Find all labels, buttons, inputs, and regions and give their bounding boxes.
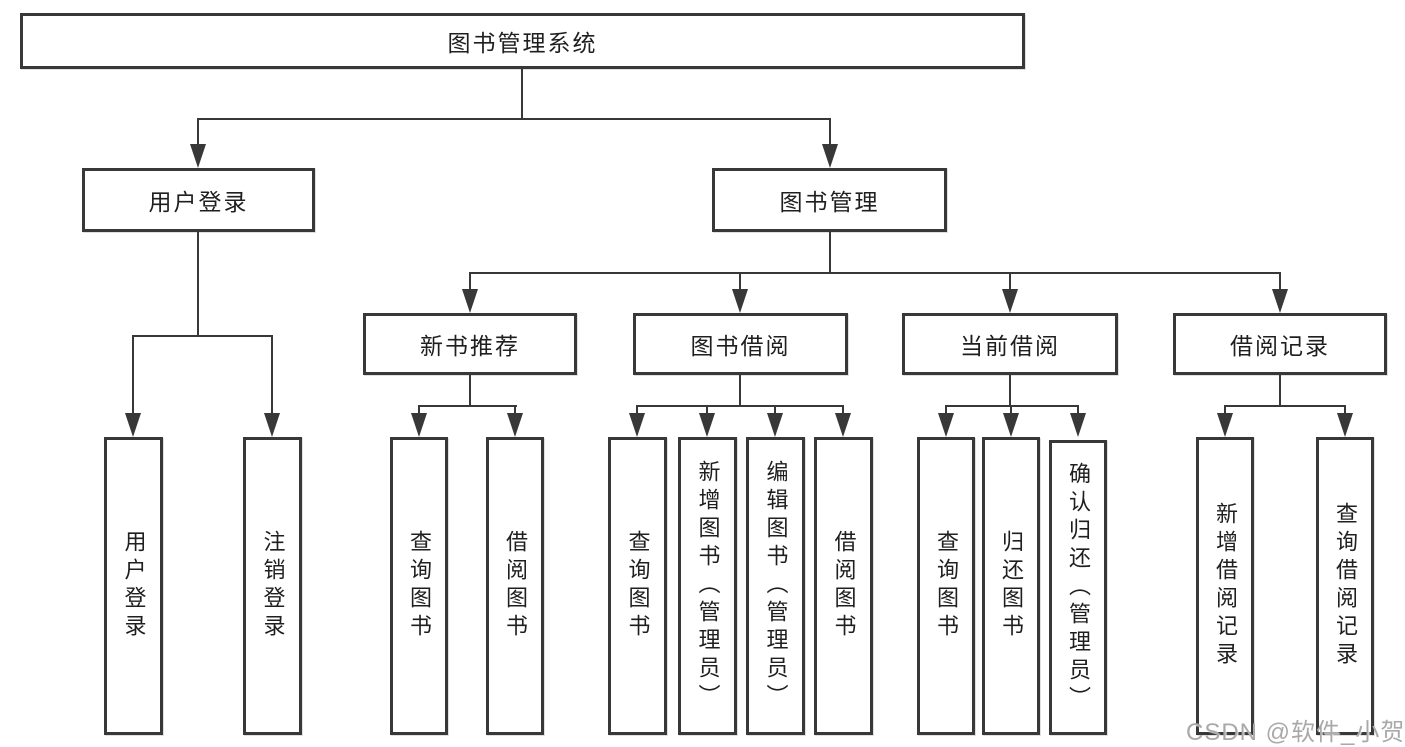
leaf-query-books: 查询图书 [608,437,667,735]
connector-leaf [418,405,420,415]
arrow-down-icon [822,144,838,168]
arrow-down-icon [1070,413,1086,437]
node-user-login: 用户登录 [82,168,315,232]
connector-leaf [514,405,516,415]
connector-leaf [1224,405,1226,415]
connector-to-new-book [469,272,471,292]
leaf-query-books-current: 查询图书 [917,437,975,735]
node-current-borrowing: 当前借阅 [902,313,1118,375]
connector-new-book-split [418,405,517,407]
connector-leaf [945,405,947,415]
connector-to-book-mgmt [829,118,831,148]
leaf-query-books-recommend: 查询图书 [390,437,448,735]
connector-to-login [132,335,134,415]
arrow-down-icon [190,144,206,168]
arrow-down-icon [1003,413,1019,437]
arrow-down-icon [1337,413,1353,437]
node-new-book-recommend: 新书推荐 [363,313,577,375]
arrow-down-icon [699,413,715,437]
leaf-borrow-books: 借阅图书 [814,437,873,735]
leaf-user-login: 用户登录 [104,437,163,735]
node-book-borrowing: 图书借阅 [633,313,848,375]
connector-to-user-login [197,118,199,148]
connector-book-borrow-split [636,405,844,407]
connector-book-mgmt-split [469,272,1281,274]
connector-borrow-records-stem [1279,375,1281,407]
connector-new-book-stem [469,375,471,407]
connector-to-borrow-records [1279,272,1281,292]
connector-to-book-borrow [739,272,741,292]
arrow-down-icon [835,413,851,437]
node-library-management-system: 图书管理系统 [20,13,1025,69]
connector-leaf [636,405,638,415]
connector-leaf [842,405,844,415]
connector-current-borrow-stem [1009,375,1011,407]
leaf-edit-books-admin: 编辑图书（管理员） [746,437,805,735]
arrow-down-icon [462,289,478,313]
arrow-down-icon [1272,289,1288,313]
arrow-down-icon [411,413,427,437]
leaf-borrow-books-recommend: 借阅图书 [486,437,544,735]
arrow-down-icon [125,413,141,437]
arrow-down-icon [507,413,523,437]
arrow-down-icon [1002,289,1018,313]
leaf-confirm-return-admin: 确认归还（管理员） [1049,440,1107,735]
node-borrow-records: 借阅记录 [1173,313,1387,375]
connector-to-current-borrow [1009,272,1011,292]
leaf-add-books-admin: 新增图书（管理员） [678,437,737,735]
leaf-add-borrow-record: 新增借阅记录 [1196,437,1254,735]
connector-root-split [197,118,831,120]
connector-current-borrow-split [945,405,1079,407]
leaf-logout: 注销登录 [243,437,302,735]
arrow-down-icon [938,413,954,437]
leaf-query-borrow-record: 查询借阅记录 [1316,437,1374,735]
connector-borrow-records-split [1224,405,1346,407]
connector-leaf [706,405,708,415]
arrow-down-icon [264,413,280,437]
arrow-down-icon [732,289,748,313]
connector-user-login-split [132,335,273,337]
arrow-down-icon [629,413,645,437]
csdn-watermark: CSDN @软件_小贺同学 [1186,719,1405,746]
node-book-management: 图书管理 [712,168,947,232]
connector-user-login-stem [197,232,199,336]
arrow-down-icon [1217,413,1233,437]
connector-leaf [774,405,776,415]
connector-root-stem [521,69,523,118]
connector-leaf [1077,405,1079,415]
leaf-return-books: 归还图书 [982,437,1040,735]
arrow-down-icon [767,413,783,437]
connector-to-logout [271,335,273,415]
connector-book-mgmt-stem [829,232,831,273]
connector-book-borrow-stem [739,375,741,407]
connector-leaf [1344,405,1346,415]
connector-leaf [1010,405,1012,415]
